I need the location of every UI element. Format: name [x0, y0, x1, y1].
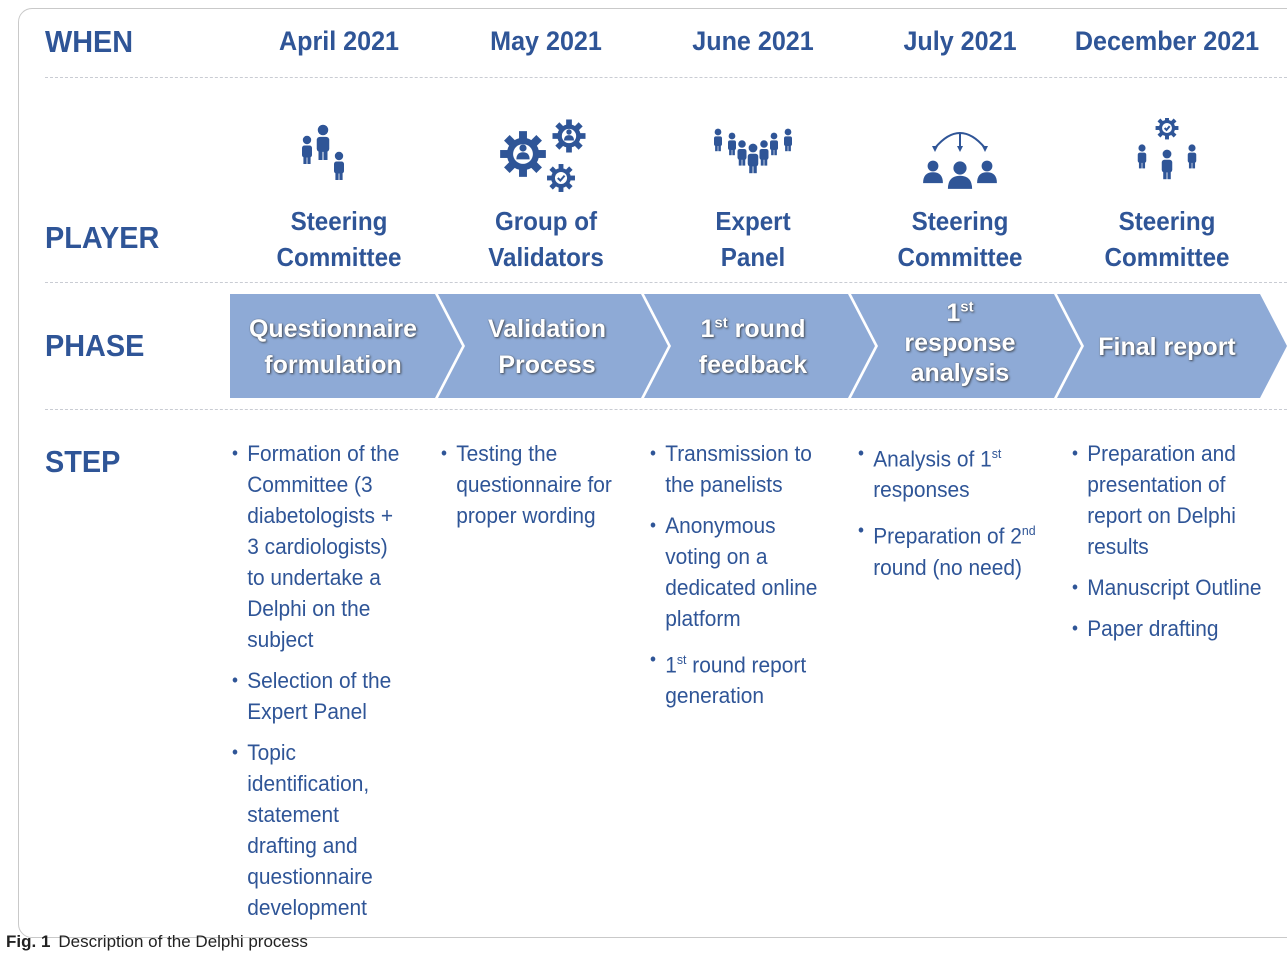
step-item: Manuscript Outline — [1072, 572, 1262, 603]
when-date: April 2021 — [278, 26, 400, 56]
divider — [45, 282, 1287, 283]
team-analysis-icon — [923, 132, 997, 189]
phase-label: Final report — [1067, 296, 1267, 398]
step-item: Transmission to the panelists — [650, 438, 821, 500]
divider — [45, 409, 1287, 410]
row-label-player: PLAYER — [45, 220, 160, 255]
step-item: 1st round report generation — [650, 644, 821, 711]
phase-line: 1st — [946, 298, 974, 327]
player-line: Committee — [276, 242, 402, 272]
phase-line: feedback — [698, 351, 808, 379]
phase-line: Final report — [1098, 333, 1236, 361]
when-date: July 2021 — [903, 26, 1017, 56]
player-line: Steering — [1118, 206, 1216, 236]
step-list: Preparation and presentation of report o… — [1072, 438, 1262, 654]
team-gear-icon — [1137, 118, 1197, 180]
phase-line: analysis — [910, 359, 1010, 387]
phase-label: Questionnaire formulation — [233, 296, 433, 398]
player-line: Validators — [488, 242, 604, 272]
phase-chevron — [644, 294, 875, 398]
figure-caption: Fig. 1 Description of the Delphi process — [6, 932, 308, 952]
phase-line: Questionnaire — [248, 315, 418, 343]
when-date: May 2021 — [490, 26, 602, 56]
player-name: Group of Validators — [453, 203, 639, 275]
player-line: Committee — [897, 242, 1023, 272]
phase-line: formulation — [264, 351, 402, 379]
step-item: Preparation and presentation of report o… — [1072, 438, 1262, 562]
step-item: Analysis of 1st responses — [858, 438, 1039, 505]
phase-chevron — [851, 294, 1081, 398]
phase-chevron — [230, 294, 462, 398]
caption-label: Fig. 1 — [6, 932, 51, 951]
phase-label: 1st round feedback — [653, 296, 853, 398]
figure-frame — [18, 8, 1287, 938]
row-label-when: WHEN — [45, 24, 134, 59]
row-label-phase: PHASE — [45, 328, 145, 363]
player-line: Committee — [1104, 242, 1230, 272]
player-line: Panel — [720, 242, 786, 272]
when-date: December 2021 — [1074, 26, 1260, 56]
step-item: Testing the questionnaire for proper wor… — [441, 438, 622, 531]
step-item: Selection of the Expert Panel — [232, 665, 408, 727]
phase-chevron-band — [230, 294, 1287, 398]
player-line: Expert — [715, 206, 791, 236]
gears-validators-icon — [500, 119, 586, 192]
player-line: Steering — [290, 206, 388, 236]
phase-chevron — [438, 294, 668, 398]
team-group-icon — [302, 124, 344, 180]
expert-crowd-icon — [714, 128, 792, 174]
step-item: Formation of the Committee (3 diabetolog… — [232, 438, 408, 655]
when-date: June 2021 — [692, 26, 814, 56]
phase-line: response — [904, 329, 1016, 357]
step-list: Formation of the Committee (3 diabetolog… — [232, 438, 408, 933]
player-line: Steering — [911, 206, 1009, 236]
phase-line: Validation — [487, 315, 607, 343]
player-line: Group of — [494, 206, 598, 236]
step-item: Paper drafting — [1072, 613, 1262, 644]
phase-line: Process — [498, 351, 596, 379]
phase-line: 1st round — [700, 314, 806, 343]
step-list: Transmission to the panelistsAnonymous v… — [650, 438, 821, 721]
row-label-step: STEP — [45, 444, 121, 479]
divider — [45, 77, 1287, 78]
step-list: Analysis of 1st responsesPreparation of … — [858, 438, 1039, 593]
step-list: Testing the questionnaire for proper wor… — [441, 438, 622, 541]
step-item: Topic identification, statement drafting… — [232, 737, 408, 923]
step-item: Preparation of 2nd round (no need) — [858, 515, 1039, 582]
caption-text: Description of the Delphi process — [58, 932, 308, 951]
phase-chevron — [1057, 294, 1287, 398]
step-item: Anonymous voting on a dedicated online p… — [650, 510, 821, 634]
